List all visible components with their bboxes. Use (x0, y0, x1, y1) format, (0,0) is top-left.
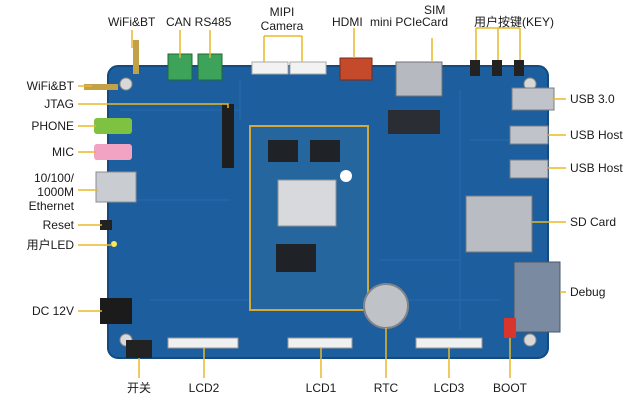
label-usb-host-2: USB Host (570, 161, 623, 175)
usb-host-port-2 (509, 159, 549, 179)
rj45-port (95, 171, 137, 203)
label-jtag: JTAG (44, 97, 74, 111)
usb30-port (511, 87, 555, 111)
label-reset: Reset (42, 218, 74, 232)
pcb-traces (120, 80, 540, 330)
label-debug: Debug (570, 285, 606, 299)
label-mini-pcie: mini PCIeCard (370, 15, 449, 29)
label-switch: 开关 (126, 381, 151, 395)
label-sd-card: SD Card (570, 215, 617, 229)
ram-chip (310, 140, 340, 162)
leader-lines (78, 27, 566, 378)
wifi-antenna-left (84, 84, 118, 90)
mipi-connector-1 (251, 61, 289, 75)
label-lcd2: LCD2 (188, 381, 220, 395)
key-button (492, 60, 502, 76)
hdmi-port (339, 57, 373, 81)
label-wifi-bt-top: WiFi&BT (108, 15, 156, 29)
power-switch (126, 340, 152, 358)
wifi-antenna-top (133, 40, 139, 74)
label-user-led: 用户LED (26, 238, 74, 252)
dc-jack (100, 298, 132, 324)
label-dc-12v: DC 12V (31, 304, 74, 318)
label-phone: PHONE (31, 119, 74, 133)
rtc-battery (363, 283, 409, 329)
mipi-connector-2 (289, 61, 327, 75)
label-rtc: RTC (373, 381, 399, 395)
label-mic: MIC (52, 145, 74, 159)
label-boot: BOOT (492, 381, 527, 395)
lcd3-connector (415, 337, 483, 349)
label-user-key: 用户按键(KEY) (474, 15, 555, 29)
cpu-chip (277, 179, 337, 227)
label-lcd3: LCD3 (433, 381, 465, 395)
debug-db9 (513, 261, 561, 333)
key-button (514, 60, 524, 76)
reset-button (100, 220, 112, 230)
label-mipi-line2: Camera (260, 19, 304, 33)
label-ethernet-2: 1000M (37, 185, 74, 199)
label-usb-host-1: USB Host (570, 128, 623, 142)
mini-pcie-slot (388, 110, 440, 134)
label-usb30: USB 3.0 (570, 92, 615, 106)
sd-card-slot (465, 195, 533, 253)
label-ethernet-1: 10/100/ (33, 171, 74, 185)
key-button (470, 60, 480, 76)
sim-slot (395, 61, 443, 97)
som-logo (340, 170, 352, 182)
user-led (111, 241, 117, 247)
label-hdmi: HDMI (332, 15, 363, 29)
label-sim: SIM (424, 3, 446, 17)
usb-host-port-1 (509, 125, 549, 145)
ram-chip (268, 140, 298, 162)
label-ethernet-3: Ethernet (28, 199, 74, 213)
can-connector (167, 53, 193, 81)
label-lcd1: LCD1 (305, 381, 337, 395)
label-wifi-bt-left: WiFi&BT (26, 79, 74, 93)
label-can-rs485: CAN RS485 (166, 15, 232, 29)
rs485-connector (197, 53, 223, 81)
boot-switch (504, 318, 516, 338)
jtag-header (222, 104, 234, 168)
mic-jack (94, 144, 132, 160)
emmc-chip (276, 244, 316, 272)
label-mipi-line1: MIPI (269, 5, 295, 19)
phone-jack (94, 118, 132, 134)
lcd1-connector (287, 337, 353, 349)
lcd2-connector (167, 337, 239, 349)
